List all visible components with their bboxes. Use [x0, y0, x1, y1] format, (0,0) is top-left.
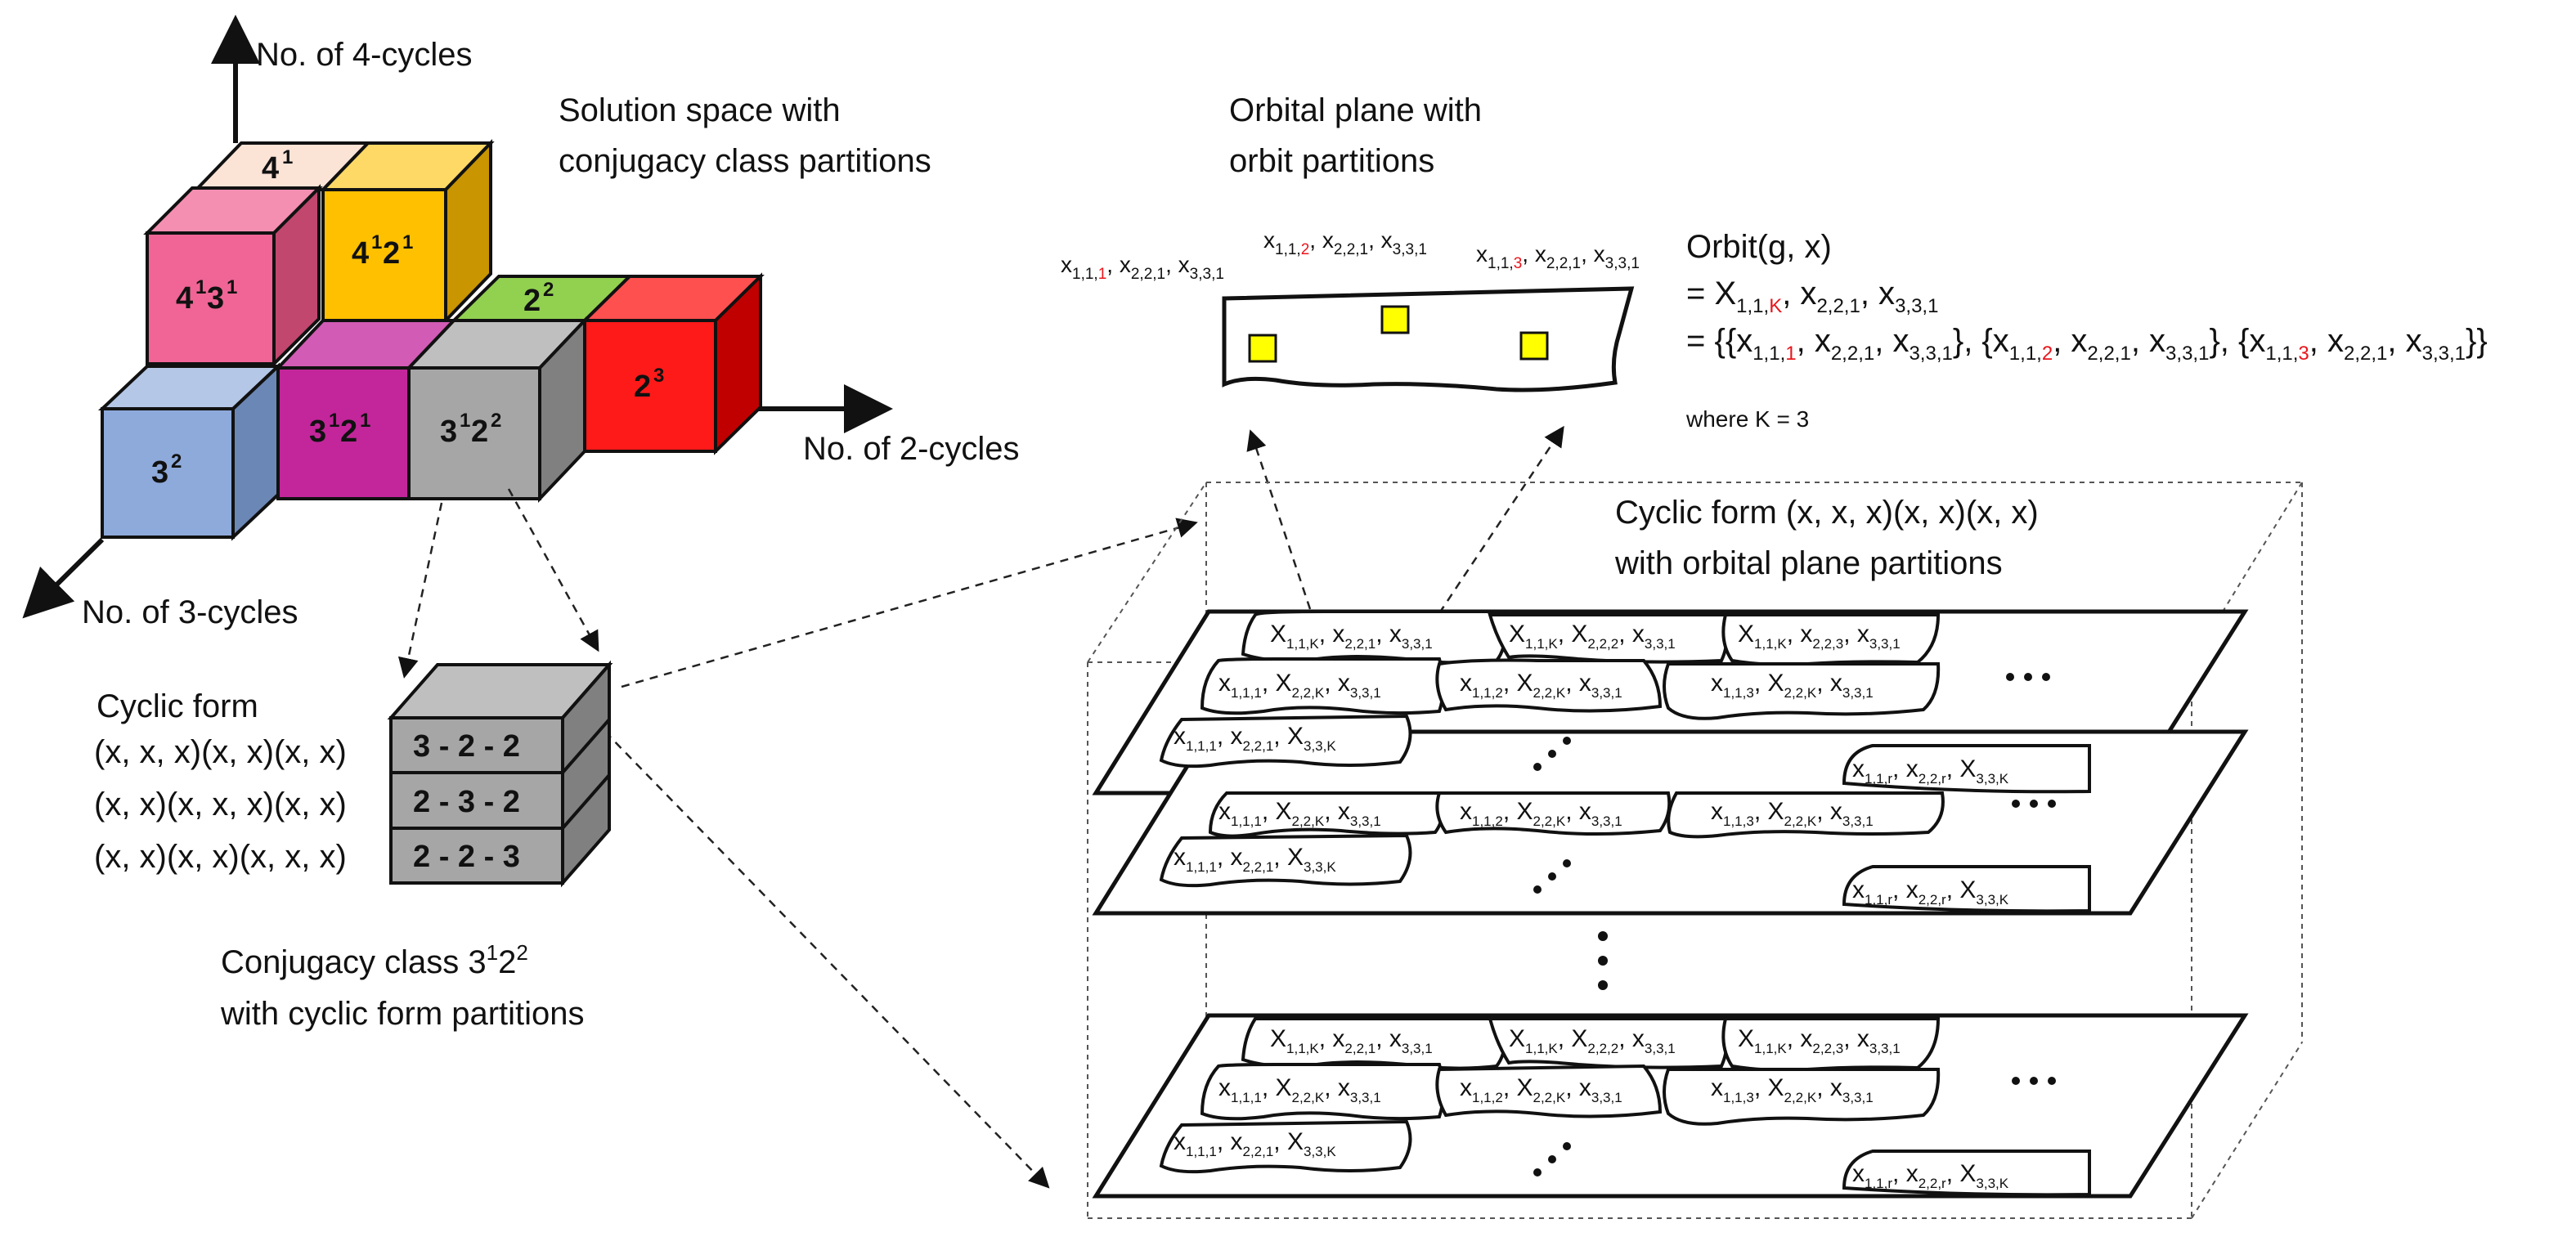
svg-text:x1,1,r, x2,2,r, X3,3,K: x1,1,r, x2,2,r, X3,3,K: [1852, 1160, 2009, 1191]
svg-text:2: 2: [523, 284, 541, 318]
svg-text:= {{x1,1,1, x2,2,1, x3,3,1}, {: = {{x1,1,1, x2,2,1, x3,3,1}, {x1,1,2, x2…: [1686, 323, 2488, 365]
cube-2-3: 2 3: [581, 272, 765, 455]
cyclic-form-row-1: (x, x, x)(x, x)(x, x): [94, 734, 347, 770]
svg-text:1: 1: [329, 410, 339, 432]
svg-text:1: 1: [282, 146, 293, 168]
svg-text:1: 1: [227, 276, 237, 298]
solution-space-cubes: 4 1 4 1 2 1 4 1 3 1 2 2: [97, 139, 765, 541]
solution-space-title-line1: Solution space with: [559, 92, 841, 128]
svg-text:1: 1: [371, 231, 382, 253]
svg-text:1: 1: [460, 410, 470, 432]
svg-text:3: 3: [309, 415, 326, 449]
orbit-point-3: [1519, 331, 1549, 361]
conjugacy-caption-line2: with cyclic form partitions: [220, 996, 585, 1032]
orbit-point-1: [1248, 334, 1277, 363]
svg-text:3: 3: [207, 281, 224, 316]
svg-text:1: 1: [360, 410, 370, 432]
svg-text:x1,1,2, x2,2,1, x3,3,1: x1,1,2, x2,2,1, x3,3,1: [1263, 227, 1427, 258]
svg-text:x1,1,3, x2,2,1, x3,3,1: x1,1,3, x2,2,1, x3,3,1: [1476, 241, 1640, 272]
axis-label-4-cycles: No. of 4-cycles: [256, 37, 473, 73]
svg-text:x1,1,3, X2,2,K, x3,3,1: x1,1,3, X2,2,K, x3,3,1: [1711, 670, 1874, 701]
cyclic-form-stack: 3 - 2 - 2 2 - 3 - 2 2 - 2 - 3: [387, 660, 613, 888]
svg-text:= X1,1,K, x2,2,1, x3,3,1: = X1,1,K, x2,2,1, x3,3,1: [1686, 276, 1938, 317]
svg-text:x1,1,1, x2,2,1, x3,3,1: x1,1,1, x2,2,1, x3,3,1: [1061, 252, 1224, 283]
cyclic-form-list: Cyclic form (x, x, x)(x, x)(x, x) (x, x)…: [94, 688, 347, 875]
svg-text:4: 4: [352, 236, 369, 271]
plane-2-cells: [1159, 791, 2091, 913]
cyclic-form-title-line2: with orbital plane partitions: [1614, 545, 2003, 581]
svg-text:1: 1: [195, 276, 206, 298]
conjugacy-caption: Conjugacy class 3122 with cyclic form pa…: [220, 940, 585, 1032]
dashed-connectors: [397, 425, 1564, 1189]
cube-3-1-2-1: 3 1 2 1: [274, 319, 458, 500]
cyclic-form-row-3: (x, x)(x, x)(x, x, x): [94, 839, 347, 875]
cube-4-1-2-1: 4 1 2 1: [319, 139, 495, 325]
orbital-plane: x1,1,1, x2,2,1, x3,3,1 x1,1,2, x2,2,1, x…: [1061, 227, 1640, 392]
orbit-equations: Orbit(g, x) = X1,1,K, x2,2,1, x3,3,1 = {…: [1685, 229, 2488, 432]
orbit-point-2: [1380, 305, 1410, 334]
stack-row-1: 3 - 2 - 2: [413, 729, 520, 764]
cyclic-form-title-line1: Cyclic form (x, x, x)(x, x)(x, x): [1615, 495, 2039, 531]
cyclic-form-heading: Cyclic form: [96, 688, 258, 724]
svg-text:2: 2: [383, 236, 400, 271]
svg-text:2: 2: [471, 415, 488, 449]
cube-4-1-3-1: 4 1 3 1: [143, 184, 323, 368]
plane-3-cells: [1159, 1017, 2091, 1197]
svg-text:3: 3: [151, 455, 168, 490]
svg-text:3: 3: [653, 365, 664, 387]
axis-label-2-cycles: No. of 2-cycles: [803, 431, 1020, 467]
svg-text:2: 2: [171, 450, 182, 473]
svg-text:2: 2: [634, 370, 651, 404]
svg-text:2: 2: [543, 279, 554, 301]
ellipsis-dots: [1533, 673, 2056, 1176]
svg-text:2: 2: [340, 415, 357, 449]
solution-space-title-line2: conjugacy class partitions: [559, 143, 931, 179]
cube-3-1-2-2: 3 1 2 2: [405, 316, 589, 504]
orbital-plane-title-line2: orbit partitions: [1229, 143, 1434, 179]
axis-label-3-cycles: No. of 3-cycles: [82, 594, 298, 630]
cell-labels: X1,1,K, x2,2,1, x3,3,1 X1,1,K, X2,2,2, x…: [1174, 621, 2009, 1191]
svg-text:Conjugacy class 3122: Conjugacy class 3122: [221, 940, 528, 980]
svg-text:1: 1: [402, 231, 413, 253]
orbit-line-1: Orbit(g, x): [1686, 229, 1832, 265]
stack-row-3: 2 - 2 - 3: [413, 840, 520, 874]
svg-text:2: 2: [491, 410, 501, 432]
svg-text:3: 3: [440, 415, 457, 449]
svg-text:4: 4: [262, 151, 279, 186]
plane-1-cells: [1159, 610, 2091, 794]
svg-text:4: 4: [176, 281, 193, 316]
axes: No. of 4-cycles No. of 2-cycles No. of 3…: [22, 15, 1020, 630]
cube-3-2: 3 2: [97, 362, 283, 541]
stack-row-2: 2 - 3 - 2: [413, 785, 520, 819]
svg-text:x1,1,r, x2,2,r, X3,3,K: x1,1,r, x2,2,r, X3,3,K: [1852, 755, 2009, 787]
orbital-plane-title-line1: Orbital plane with: [1229, 92, 1482, 128]
orbit-where: where K = 3: [1685, 406, 1809, 432]
cyclic-form-row-2: (x, x)(x, x, x)(x, x): [94, 787, 347, 822]
